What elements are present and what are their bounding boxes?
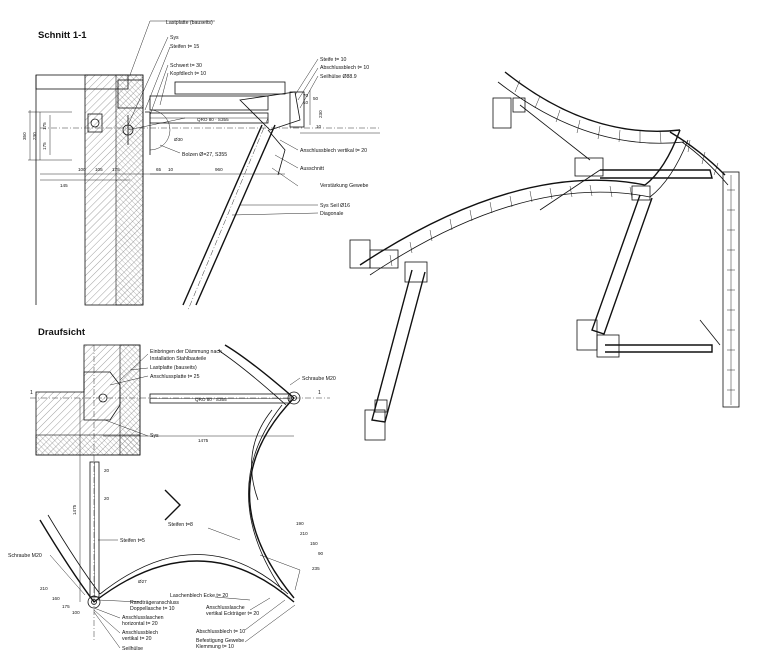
plan-vertical-arm: 1475 bbox=[72, 345, 101, 640]
dim-label: 20 bbox=[104, 468, 110, 473]
dim-label: 230 bbox=[318, 110, 323, 118]
section-callouts: Lastplatte (bauseits) Sys Steifen t= 15 … bbox=[127, 20, 369, 217]
callout-label: Klemmung t= 10 bbox=[196, 644, 234, 650]
callout-label: Einbringen der Dämmung nach bbox=[150, 349, 222, 355]
dim-label: 105 bbox=[95, 167, 103, 172]
callout-label: Installation Stahlbauteile bbox=[150, 356, 206, 362]
dim-label: 210 bbox=[300, 531, 308, 536]
plan-callouts: Einbringen der Dämmung nach Installation… bbox=[8, 349, 336, 652]
iso-main-edge-beam bbox=[359, 129, 689, 276]
diagonal-tube bbox=[182, 117, 276, 311]
plan-title: Draufsicht bbox=[38, 327, 86, 338]
callout-label: vertikal t= 20 bbox=[122, 636, 152, 642]
callout-label: Kopfdlech t= 10 bbox=[170, 71, 206, 77]
section-title: Schnitt 1-1 bbox=[38, 30, 87, 41]
dim-label: 1475 bbox=[72, 504, 77, 515]
plan-view: Draufsicht QRO 80 · S355 1475 bbox=[8, 327, 336, 652]
section-view: Schnitt 1-1 350 230 175 175 100 105 bbox=[22, 20, 380, 311]
dim-label: 50 bbox=[313, 96, 319, 101]
dim-label: 350 bbox=[22, 132, 27, 140]
dim-label: 175 bbox=[42, 142, 47, 150]
callout-label: Sys bbox=[150, 433, 159, 439]
callout-label: Anschlusslasche bbox=[206, 605, 245, 611]
dim-label: Ø30 bbox=[174, 137, 183, 142]
callout-label: Anschlussplatte t= 25 bbox=[150, 374, 200, 380]
callout-label: Steifen t= 15 bbox=[170, 44, 199, 50]
dim-label: 190 bbox=[296, 521, 304, 526]
member-label: QRO 80 · S355 bbox=[195, 397, 227, 402]
callout-label: Abschlussblech t= 10 bbox=[196, 629, 245, 635]
section-marker: 1 bbox=[30, 390, 33, 396]
dim-label: 210 bbox=[40, 586, 48, 591]
callout-label: Verstärkung Gewebe bbox=[320, 183, 369, 189]
dim-label: 70 bbox=[303, 93, 309, 98]
iso-right-corner-beam bbox=[669, 131, 729, 186]
callout-label: Befestigung Gewebe bbox=[196, 638, 244, 644]
wall-connection bbox=[87, 109, 186, 155]
plan-horizontal-arm: QRO 80 · S355 1475 bbox=[30, 391, 330, 443]
dim-label: 90 bbox=[318, 551, 324, 556]
dim-label: 65 bbox=[156, 167, 162, 172]
callout-label: Bolzen Ø=27, S355 bbox=[182, 152, 227, 158]
dim-label: 175 bbox=[42, 122, 47, 130]
dim-label: 175 bbox=[112, 167, 120, 172]
dim-label: 160 bbox=[52, 596, 60, 601]
callout-label: Sys Seil Ø16 bbox=[320, 203, 350, 209]
dim-label: 230 bbox=[32, 132, 37, 140]
callout-label: Laschenblech Ecke t= 20 bbox=[170, 593, 228, 599]
callout-label: Sys bbox=[170, 35, 179, 41]
dim-label: 175 bbox=[62, 604, 70, 609]
dim-label: 100 bbox=[72, 610, 80, 615]
horizontal-strut: QRO 80 · S355 bbox=[149, 81, 286, 124]
wall-and-slab bbox=[35, 74, 144, 306]
dim-label: 10 bbox=[316, 124, 322, 129]
callout-label: Randträgeranschluss bbox=[130, 600, 179, 606]
isometric-view bbox=[349, 71, 740, 441]
dim-label: 10 bbox=[303, 100, 309, 105]
callout-label: Schwert t= 30 bbox=[170, 63, 202, 69]
callout-label: Lastplatte (bauseits) bbox=[166, 20, 213, 26]
iso-top-edge-beam bbox=[492, 71, 685, 144]
dim-label: 145 bbox=[60, 183, 68, 188]
dim-label: 1475 bbox=[198, 438, 209, 443]
plan-wall-corner bbox=[35, 344, 141, 456]
dim-label: 150 bbox=[310, 541, 318, 546]
member-label: QRO 80 · S355 bbox=[197, 117, 229, 122]
callout-label: Anschlussblech vertikal t= 20 bbox=[300, 148, 367, 154]
callout-label: Diagonale bbox=[320, 211, 343, 217]
callout-label: Anschlusslaschen bbox=[122, 615, 164, 621]
iso-left-bracket bbox=[349, 239, 428, 283]
callout-label: Schraube M20 bbox=[302, 376, 336, 382]
iso-corner-post bbox=[722, 171, 740, 408]
callout-label: Seilhülse Ø88.9 bbox=[320, 74, 357, 80]
dim-label: Ø27 bbox=[138, 579, 147, 584]
dim-label: 10 bbox=[168, 167, 174, 172]
plan-markers: 1 1 20 20 Ø27 190 210 150 90 235 210 160… bbox=[30, 390, 324, 615]
dim-label: 960 bbox=[215, 167, 223, 172]
callout-label: Lastplatte (bauseits) bbox=[150, 365, 197, 371]
section-dimensions: 350 230 175 175 100 105 175 145 65 10 96… bbox=[22, 90, 323, 188]
callout-label: horizontal t= 20 bbox=[122, 621, 158, 627]
callout-label: vertikal Eckträger t= 20 bbox=[206, 611, 259, 617]
callout-label: Abschlussblech t= 10 bbox=[320, 65, 369, 71]
dim-label: 235 bbox=[312, 566, 320, 571]
plan-edge-beams bbox=[39, 344, 301, 603]
callout-label: Steife t= 10 bbox=[320, 57, 347, 63]
callout-label: Seilhülse bbox=[122, 646, 143, 652]
section-marker: 1 bbox=[318, 390, 321, 396]
callout-label: Anschlussblech bbox=[122, 630, 158, 636]
callout-label: Steifen t=5 bbox=[120, 538, 145, 544]
callout-label: Doppellasche t= 10 bbox=[130, 606, 175, 612]
dim-label: 100 bbox=[78, 167, 86, 172]
dim-label: 20 bbox=[104, 496, 110, 501]
callout-label: Ausschnitt bbox=[300, 166, 324, 172]
callout-label: Steifen t=8 bbox=[168, 522, 193, 528]
callout-label: Schraube M20 bbox=[8, 553, 42, 559]
iso-struts bbox=[364, 104, 721, 441]
